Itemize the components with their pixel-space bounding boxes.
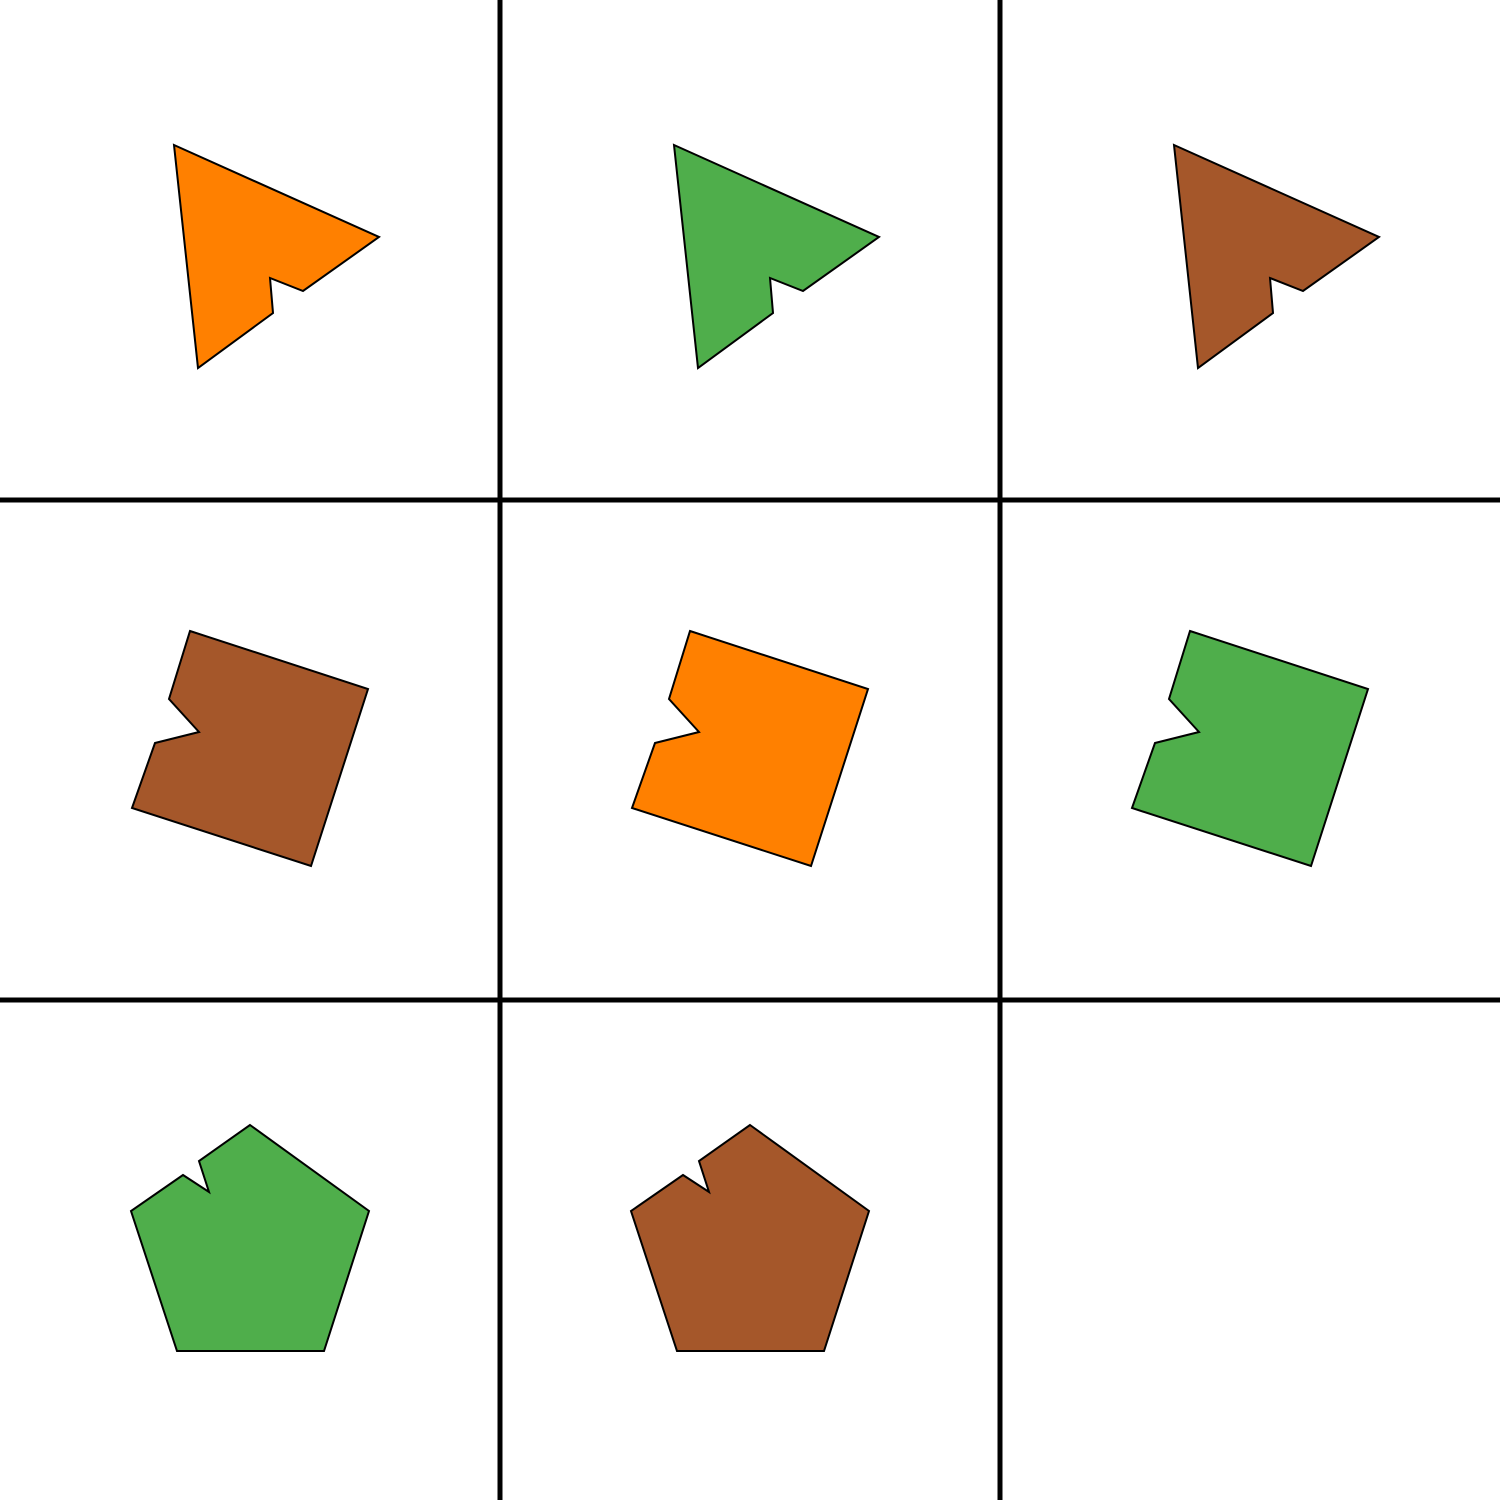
green-pentagon-r2c0 — [129, 1123, 371, 1352]
green-square-r1c2 — [1130, 629, 1370, 868]
brown-square-r1c0 — [130, 629, 370, 868]
brown-pentagon-r2c1 — [629, 1123, 871, 1352]
shapes-layer — [129, 143, 1382, 1352]
orange-square-r1c1 — [630, 629, 870, 868]
brown-triangle-r0c2 — [1172, 143, 1382, 370]
orange-triangle-r0c0 — [172, 143, 382, 370]
green-triangle-r0c1 — [672, 143, 882, 370]
